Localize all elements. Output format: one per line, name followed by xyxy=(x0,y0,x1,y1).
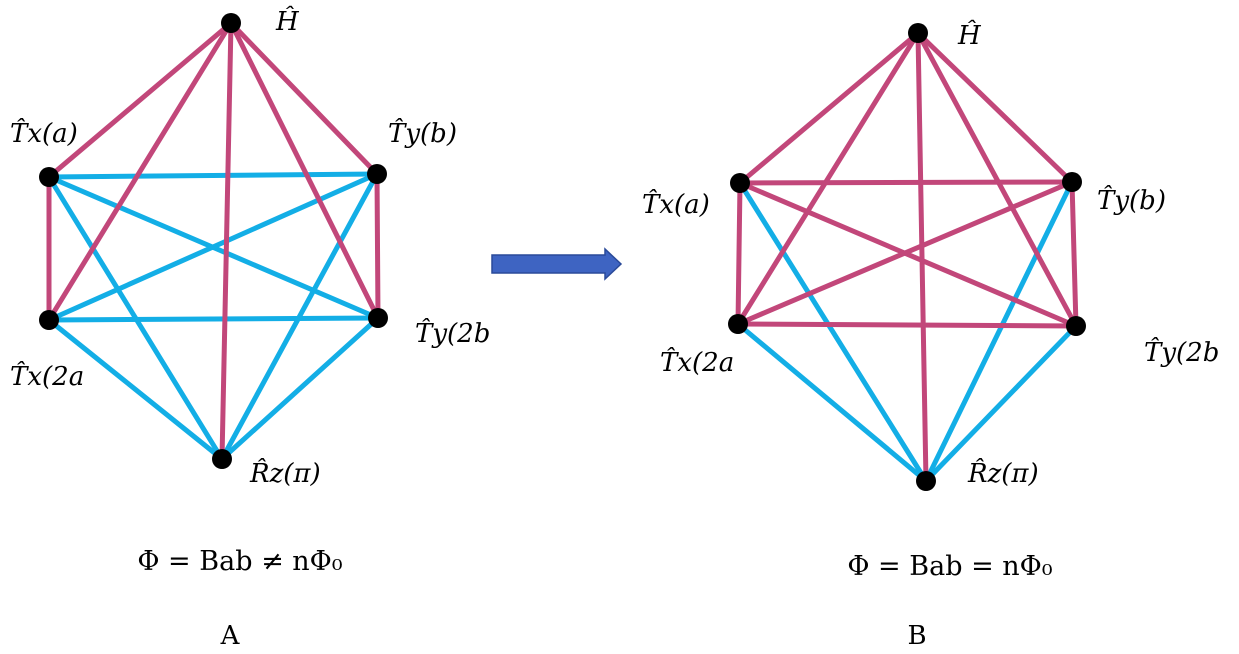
edges xyxy=(735,30,1079,484)
node-rz xyxy=(212,449,232,469)
edge-tx1-tx2 xyxy=(735,180,743,327)
edge-tx1-ty1 xyxy=(737,179,1075,186)
nodes xyxy=(728,23,1086,491)
formula-b: Φ = Bab = nΦ₀ xyxy=(847,551,1052,582)
node-ty1 xyxy=(367,164,387,184)
node-label-ty2: T̂y(2b xyxy=(415,318,490,349)
edge-h-tx1 xyxy=(46,20,234,180)
edge-h-rz xyxy=(219,20,234,462)
edges xyxy=(46,20,381,462)
edge-tx2-ty1 xyxy=(735,179,1075,327)
edge-h-tx2 xyxy=(46,20,234,323)
edge-ty2-rz xyxy=(923,323,1079,484)
nodes xyxy=(39,13,388,469)
edge-h-tx2 xyxy=(735,30,921,327)
panel-label-a: A xyxy=(220,621,241,651)
node-ty1 xyxy=(1062,172,1082,192)
edge-tx2-ty2 xyxy=(735,321,1079,329)
graph-a: Ĥ T̂x(a) T̂y(b) T̂x(2a T̂y(2bR̂z(π) xyxy=(10,5,490,489)
edge-tx1-ty2 xyxy=(737,180,1079,329)
node-tx2 xyxy=(728,314,748,334)
node-label-tx2: T̂x(2a xyxy=(10,361,84,392)
node-label-ty1: T̂y(b) xyxy=(388,118,457,149)
formula-a: Φ = Bab ≠ nΦ₀ xyxy=(137,546,342,577)
node-label-h: Ĥ xyxy=(275,5,300,37)
node-h xyxy=(908,23,928,43)
edge-ty1-ty2 xyxy=(374,171,381,321)
node-label-rz: R̂z(π) xyxy=(967,458,1039,489)
edge-h-ty2 xyxy=(915,30,1079,329)
edge-ty2-rz xyxy=(219,315,381,462)
labels: Ĥ T̂x(a) T̂y(b) T̂x(2a T̂y(2bR̂z(π) xyxy=(642,19,1219,489)
edge-h-rz xyxy=(915,30,929,484)
right-arrow-icon xyxy=(491,247,623,281)
edge-tx1-rz xyxy=(737,180,929,484)
node-rz xyxy=(916,471,936,491)
edge-tx2-ty1 xyxy=(46,171,380,323)
panel-label-b: B xyxy=(907,621,926,651)
edge-tx2-ty2 xyxy=(46,315,381,323)
edge-tx2-rz xyxy=(735,321,929,484)
node-tx2 xyxy=(39,310,59,330)
edge-h-ty2 xyxy=(228,20,381,321)
edge-ty1-rz xyxy=(923,179,1075,484)
edge-h-ty1 xyxy=(915,30,1075,185)
node-label-h: Ĥ xyxy=(957,19,982,51)
node-label-tx1: T̂x(a) xyxy=(10,118,78,149)
node-tx1 xyxy=(730,173,750,193)
edge-tx2-rz xyxy=(46,317,225,462)
node-ty2 xyxy=(368,308,388,328)
edge-ty1-ty2 xyxy=(1069,179,1079,329)
node-label-tx2: T̂x(2a xyxy=(660,347,734,378)
labels: Ĥ T̂x(a) T̂y(b) T̂x(2a T̂y(2bR̂z(π) xyxy=(10,5,490,489)
edge-h-tx1 xyxy=(737,30,921,186)
node-label-ty2: T̂y(2b xyxy=(1144,337,1219,368)
node-tx1 xyxy=(39,167,59,187)
node-h xyxy=(221,13,241,33)
node-label-rz: R̂z(π) xyxy=(249,458,321,489)
node-ty2 xyxy=(1066,316,1086,336)
edge-h-ty1 xyxy=(228,20,380,177)
edge-tx1-ty1 xyxy=(46,171,380,180)
edge-ty1-rz xyxy=(219,171,380,462)
node-label-ty1: T̂y(b) xyxy=(1097,185,1166,216)
node-label-tx1: T̂x(a) xyxy=(642,189,710,220)
graph-b: Ĥ T̂x(a) T̂y(b) T̂x(2a T̂y(2bR̂z(π) xyxy=(642,19,1219,491)
